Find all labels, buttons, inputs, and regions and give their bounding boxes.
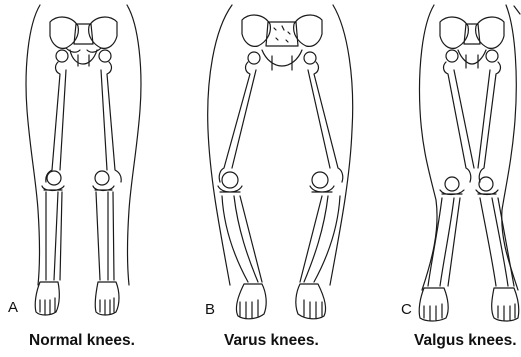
panel-letter-a: A xyxy=(8,299,18,316)
foot-left xyxy=(236,284,266,319)
body-outline-left xyxy=(26,5,40,285)
caption-varus-knees: Varus knees. xyxy=(224,332,319,350)
tibia-left xyxy=(428,198,460,286)
body-outline-right xyxy=(330,5,353,285)
edge-mark xyxy=(514,6,520,14)
knee-left xyxy=(218,172,242,192)
femur-right xyxy=(101,62,121,182)
figure-normal-knees xyxy=(26,5,141,315)
panel-letter-b: B xyxy=(205,301,215,318)
body-outline-left xyxy=(208,5,232,285)
tibia-left xyxy=(222,196,262,282)
knee-right xyxy=(93,171,114,191)
caption-valgus-knees: Valgus knees. xyxy=(414,332,517,350)
tibia-left xyxy=(46,192,62,280)
foot-left xyxy=(35,282,59,315)
pelvis xyxy=(440,17,504,68)
femur-right xyxy=(478,62,500,182)
foot-left xyxy=(419,288,448,321)
pelvis xyxy=(50,17,117,66)
tibia-right xyxy=(96,192,114,280)
femur-right xyxy=(308,62,343,182)
foot-right xyxy=(492,288,519,321)
foot-right xyxy=(95,282,119,315)
foot-right xyxy=(296,284,326,319)
body-outline-right xyxy=(127,5,141,285)
figure-varus-knees xyxy=(208,5,353,319)
tibia-right xyxy=(480,198,514,286)
knee-right xyxy=(310,172,334,192)
pelvis xyxy=(242,15,322,70)
femur-left xyxy=(444,62,474,182)
figure-valgus-knees xyxy=(419,5,520,321)
panel-letter-c: C xyxy=(401,301,412,318)
femur-left xyxy=(46,62,66,182)
body-outline-right xyxy=(502,5,518,290)
tibia-right xyxy=(300,196,340,282)
knee-left xyxy=(440,177,464,195)
caption-normal-knees: Normal knees. xyxy=(29,332,135,350)
femur-left xyxy=(219,62,256,182)
